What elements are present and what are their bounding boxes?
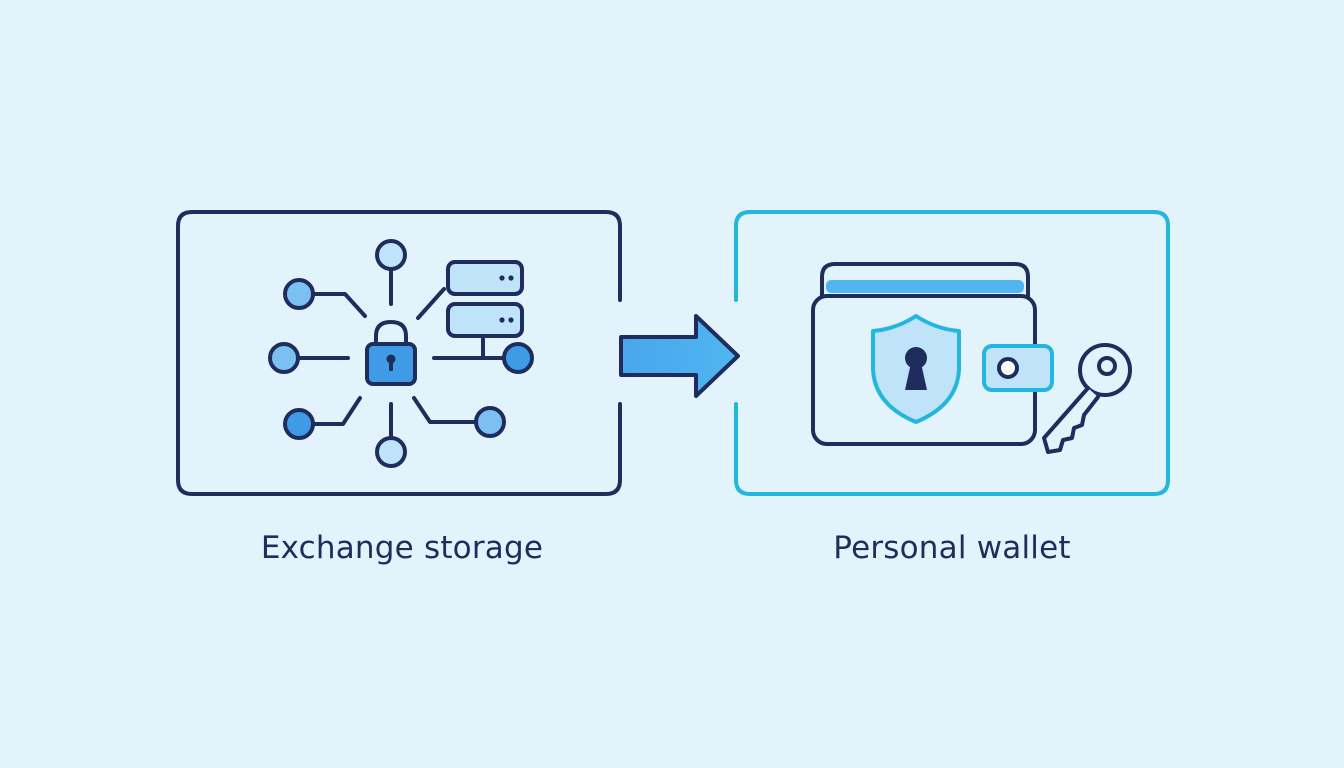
network-node (283, 408, 315, 440)
padlock-icon (365, 319, 417, 386)
network-node (375, 239, 407, 271)
network-node (375, 436, 407, 468)
network-nodes-icon (268, 239, 534, 468)
exchange-storage-label: Exchange storage (260, 530, 544, 566)
exchange-panel-frame (176, 210, 622, 496)
network-node (474, 406, 506, 438)
network-node (268, 342, 300, 374)
arrow-right-icon (619, 314, 740, 398)
key-icon (1042, 343, 1132, 454)
server-stack-icon (446, 260, 524, 358)
personal-wallet-label: Personal wallet (833, 530, 1071, 566)
network-node (502, 342, 534, 374)
shield-keyhole-icon (871, 314, 961, 424)
wallet-panel-frame (734, 210, 1170, 496)
network-node (283, 278, 315, 310)
